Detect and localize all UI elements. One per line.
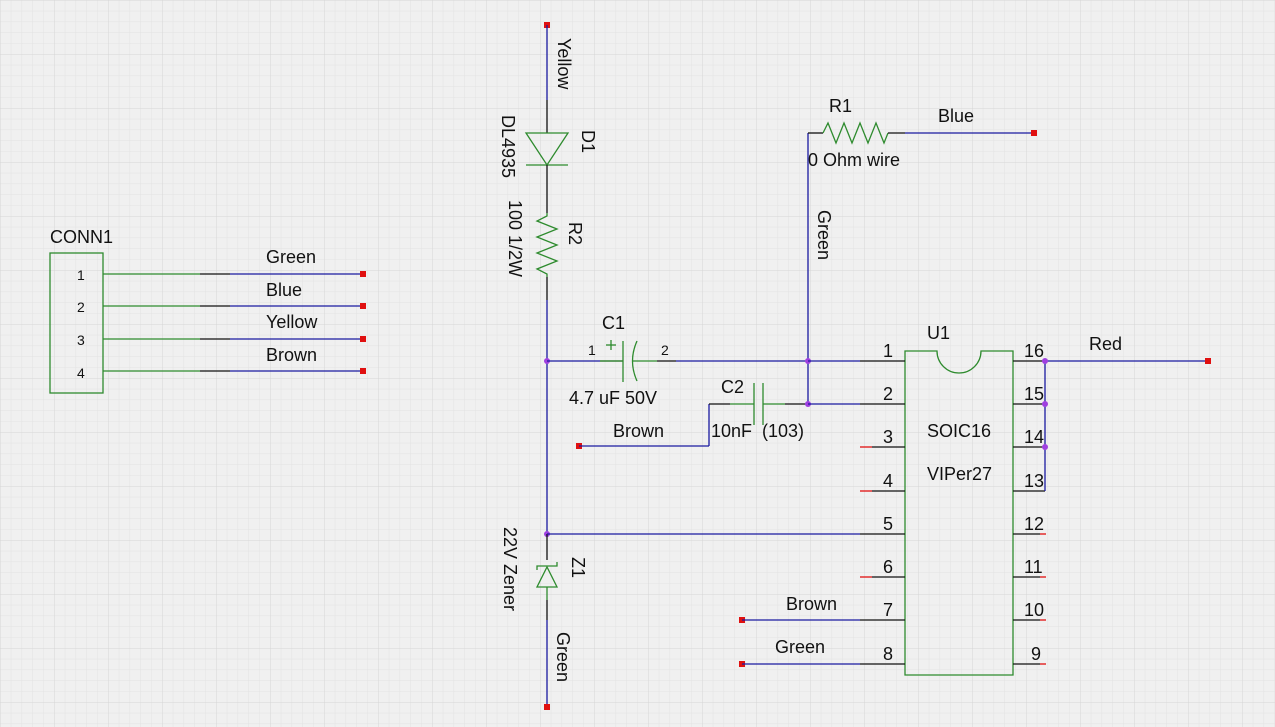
conn1-pin-2[interactable]: 2 Blue — [77, 280, 366, 315]
pin-number: 8 — [883, 644, 893, 664]
capacitor-c1[interactable]: C1 1 2 4.7 uF 50V — [547, 313, 808, 408]
net-label-green: Green — [775, 637, 825, 657]
pin-number: 4 — [77, 365, 85, 381]
pin-number: 1 — [883, 341, 893, 361]
resistor-r1[interactable]: R1 0 Ohm wire Blue Green — [807, 96, 1037, 404]
r1-value: 0 Ohm wire — [808, 150, 900, 170]
u1-part: VIPer27 — [927, 464, 992, 484]
net-label: Brown — [266, 345, 317, 365]
net-label: Green — [266, 247, 316, 267]
resistor-symbol — [822, 121, 889, 145]
pin-number: 13 — [1024, 471, 1044, 491]
net-label: Blue — [266, 280, 302, 300]
ic-u1[interactable]: U1 SOIC16 VIPer27 1 2 3 4 5 6 7 8 — [860, 323, 1046, 676]
c1-ref: C1 — [602, 313, 625, 333]
net-label-red: Red — [1089, 334, 1122, 354]
net-label-yellow: Yellow — [554, 38, 574, 90]
pin-number: 7 — [883, 600, 893, 620]
diode-symbol — [524, 132, 570, 167]
conn1-pin-4[interactable]: 4 Brown — [77, 345, 366, 381]
brown-net-pin7[interactable]: Brown — [739, 594, 860, 623]
r1-ref: R1 — [829, 96, 852, 116]
capacitor-c2[interactable]: Brown C2 10nF (103) — [576, 377, 808, 449]
net-terminal[interactable] — [1031, 130, 1037, 136]
c2-ref: C2 — [721, 377, 744, 397]
net-label-green: Green — [553, 632, 573, 682]
pin-number: 15 — [1024, 384, 1044, 404]
pin-number: 3 — [77, 332, 85, 348]
pin-number: 16 — [1024, 341, 1044, 361]
yellow-net[interactable]: Yellow — [544, 22, 574, 133]
pin-number: 14 — [1024, 427, 1044, 447]
pin-number: 12 — [1024, 514, 1044, 534]
pin-number: 1 — [77, 267, 85, 283]
net-terminal[interactable] — [360, 336, 366, 342]
pin-number: 10 — [1024, 600, 1044, 620]
net-label-brown: Brown — [786, 594, 837, 614]
u1-ref: U1 — [927, 323, 950, 343]
conn1-body — [49, 252, 104, 394]
net-terminal[interactable] — [544, 704, 550, 710]
conn1-pin-3[interactable]: 3 Yellow — [77, 312, 366, 348]
c1-value: 4.7 uF 50V — [569, 388, 657, 408]
pin-number: 3 — [883, 427, 893, 447]
net-terminal[interactable] — [1205, 358, 1211, 364]
junction — [1042, 444, 1048, 450]
pin-number: 11 — [1024, 557, 1043, 577]
junction — [1042, 358, 1048, 364]
r2-ref: R2 — [565, 222, 585, 245]
diode-d1[interactable]: D1 DL4935 — [498, 115, 598, 178]
c2-value: 10nF (103) — [711, 421, 804, 441]
net-terminal[interactable] — [360, 303, 366, 309]
net-label-green: Green — [814, 210, 834, 260]
conn1-pin-1[interactable]: 1 Green — [77, 247, 366, 283]
d1-ref: D1 — [578, 130, 598, 153]
d1-value: DL4935 — [498, 115, 518, 178]
green-net-pin8[interactable]: Green — [739, 637, 860, 667]
resistor-symbol — [535, 213, 559, 277]
z1-value: 22V Zener — [500, 527, 520, 611]
net-terminal[interactable] — [360, 271, 366, 277]
zener-z1[interactable]: Z1 22V Zener — [500, 527, 588, 611]
u1-left-pins: 1 2 3 4 5 6 7 8 — [860, 341, 905, 665]
conn1[interactable]: CONN1 1 Green 2 Blue 3 Yellow 4 — [49, 227, 366, 394]
junction — [1042, 401, 1048, 407]
u1-right-pins: 16 15 14 13 12 11 10 9 — [1013, 341, 1046, 665]
conn1-ref: CONN1 — [50, 227, 113, 247]
net-label: Yellow — [266, 312, 318, 332]
net-label-brown: Brown — [613, 421, 664, 441]
net-label-blue: Blue — [938, 106, 974, 126]
net-terminal[interactable] — [360, 368, 366, 374]
c1-pin1: 1 — [588, 342, 596, 358]
u1-package: SOIC16 — [927, 421, 991, 441]
pin-number: 2 — [883, 384, 893, 404]
c1-pin2: 2 — [661, 342, 669, 358]
z1-ref: Z1 — [568, 557, 588, 578]
ic-body — [904, 350, 1014, 676]
resistor-r2[interactable]: R2 100 1/2W — [505, 200, 585, 277]
pin-number: 6 — [883, 557, 893, 577]
pin-number: 9 — [1031, 644, 1041, 664]
pin-number: 5 — [883, 514, 893, 534]
green-net-bottom[interactable]: Green — [544, 600, 573, 710]
pin-number: 2 — [77, 299, 85, 315]
pin-number: 4 — [883, 471, 893, 491]
red-net[interactable]: Red — [1042, 334, 1211, 491]
r2-value: 100 1/2W — [505, 200, 525, 277]
